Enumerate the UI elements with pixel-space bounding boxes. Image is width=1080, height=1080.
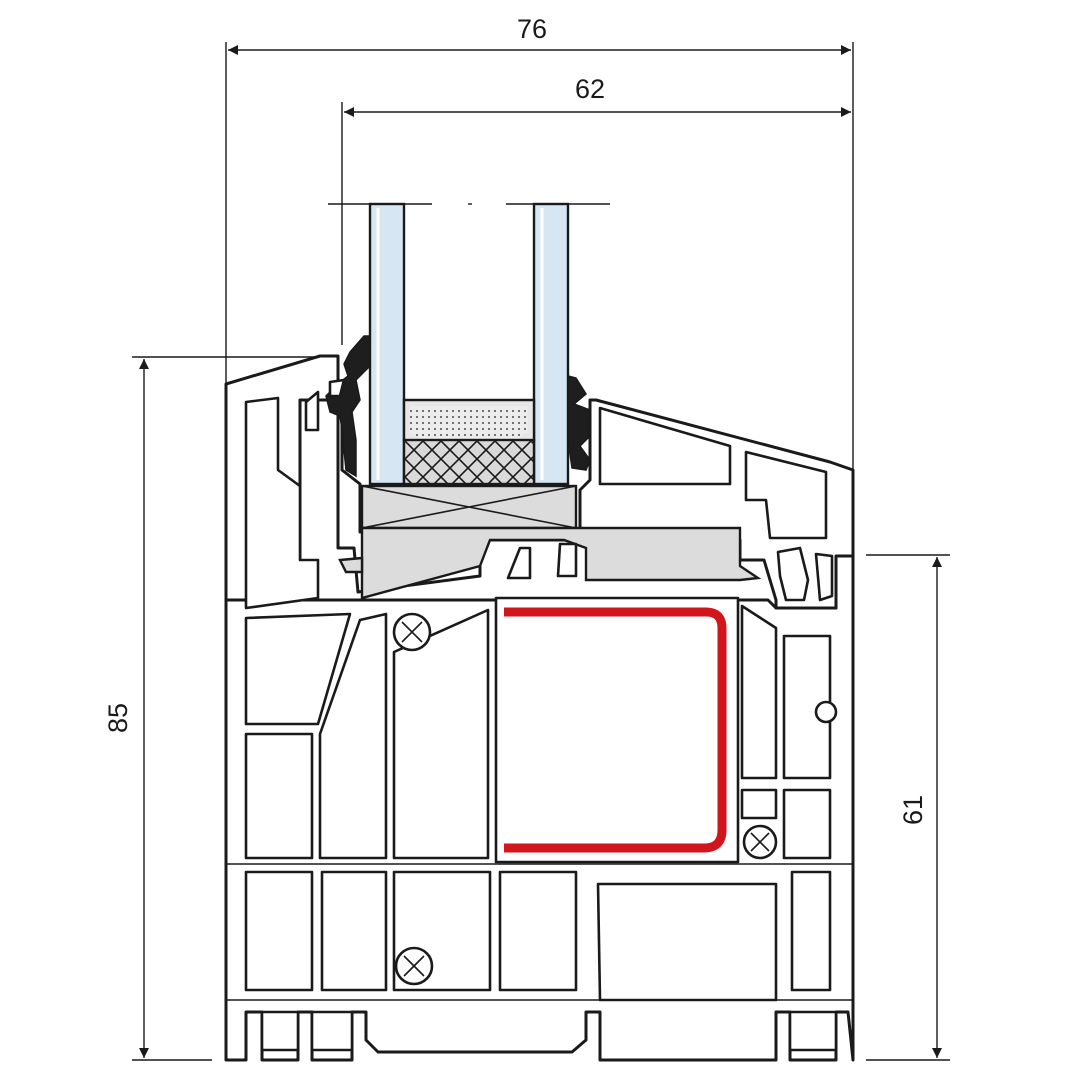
dimension-sash-width: 62	[341, 74, 851, 345]
frame-chambers	[244, 604, 838, 1052]
overall-width-label: 76	[517, 14, 547, 44]
screw-port-upper	[392, 612, 432, 652]
screw-port-right	[742, 824, 778, 860]
screw-port-lower	[394, 946, 434, 986]
overall-height-label: 85	[103, 703, 133, 733]
glazing-block	[360, 484, 578, 530]
steel-reinforcement	[504, 607, 727, 853]
dimension-overall-height: 85	[103, 356, 320, 1061]
secondary-sealant	[402, 438, 536, 486]
sash-chambers-right	[598, 406, 834, 602]
frame-height-label: 61	[898, 795, 928, 825]
reinforcement-chamber	[494, 596, 740, 864]
gasket-outer	[567, 375, 591, 471]
glazing-support	[338, 526, 762, 600]
sash-chambers-left	[244, 390, 320, 610]
glazing-unit	[328, 202, 610, 486]
sash-width-label: 62	[575, 74, 605, 104]
gasket-inner	[325, 335, 371, 478]
glass-pane-inner	[368, 202, 406, 486]
dimension-frame-height: 61	[866, 554, 950, 1061]
screw-port-side	[814, 700, 838, 724]
glass-pane-outer	[532, 202, 570, 486]
